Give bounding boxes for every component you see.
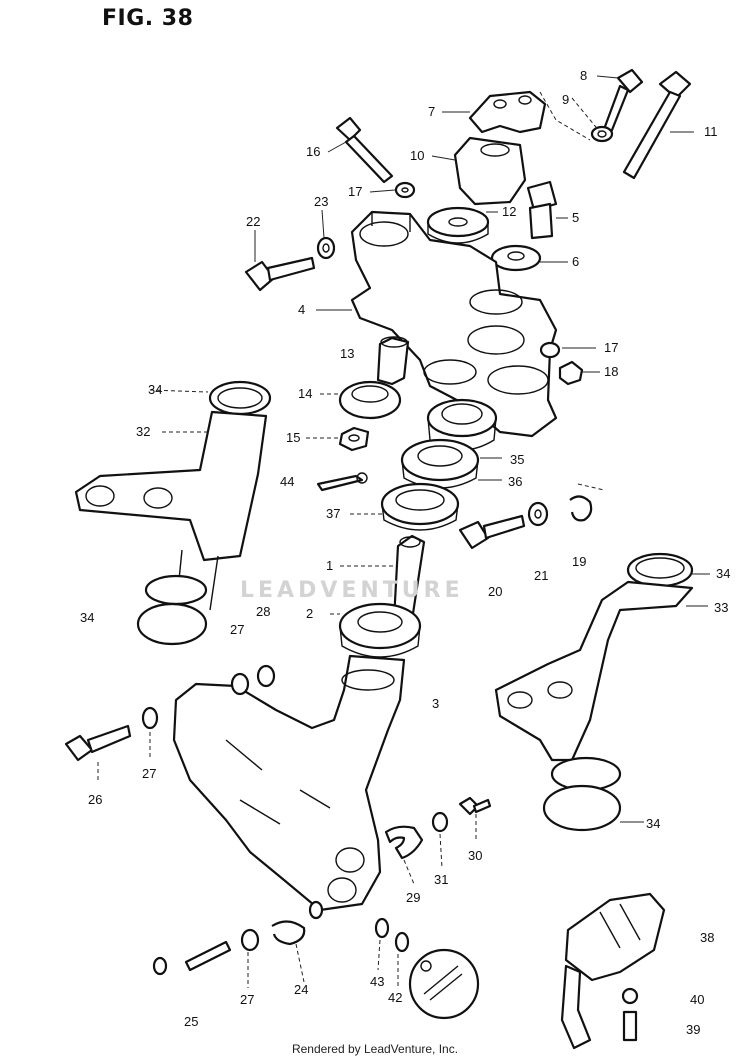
bracket-32 [74,380,272,646]
bolt-20 [458,514,526,550]
callout-44: 44 [280,474,294,489]
callout-36: 36 [508,474,522,489]
screw-30 [458,796,492,816]
callout-19: 19 [572,554,586,569]
callout-27-upper: 27 [230,622,244,637]
leader-lines [97,75,710,988]
upper-bracket-4 [350,210,558,438]
washer-21 [527,501,549,527]
bearing-2 [338,602,422,658]
callout-25: 25 [184,1014,198,1029]
callout-23: 23 [314,194,328,209]
callout-13: 13 [340,346,354,361]
long-bolt-11 [622,70,692,180]
callout-27-bottom: 27 [240,992,254,1007]
washer-40 [621,987,639,1005]
figure-title: FIG. 38 [102,6,194,31]
clip-19 [569,495,593,522]
bolt-26 [64,724,132,762]
callout-34-top-left: 34 [148,382,162,397]
cotter-pin-44 [316,472,368,492]
upper-clamp-cap-7 [468,90,547,134]
bolt-8 [601,68,644,137]
callout-34-lower-right: 34 [646,816,660,831]
clamp-29 [384,825,424,860]
pin-25 [152,928,260,976]
callout-20: 20 [488,584,502,599]
washer-17-right [539,341,561,359]
callout-22: 22 [246,214,260,229]
callout-31: 31 [434,872,448,887]
callout-26: 26 [88,792,102,807]
callout-12: 12 [502,204,516,219]
callout-39: 39 [686,1022,700,1037]
nut-18 [558,360,584,386]
bearing-36 [400,438,480,489]
seal-37 [380,482,460,531]
washer-31 [431,811,449,833]
callout-5: 5 [572,210,579,225]
clip-24 [271,900,324,946]
callout-3: 3 [432,696,439,711]
callout-2: 2 [306,606,313,621]
callout-labels: 8 9 7 11 16 10 17 12 5 22 23 6 4 17 13 1… [80,68,730,1037]
callout-15: 15 [286,430,300,445]
bracket-33 [494,552,694,832]
callout-17-right: 17 [604,340,618,355]
callout-14: 14 [298,386,312,401]
callout-17-top: 17 [348,184,362,199]
callout-33: 33 [714,600,728,615]
screw-42 [394,931,410,953]
steering-lock-38 [560,892,666,1050]
callout-4: 4 [298,302,305,317]
washer-9 [590,125,614,143]
bolt-16 [335,116,394,184]
steering-stem-3 [172,654,406,912]
callout-16: 16 [306,144,320,159]
callout-1: 1 [326,558,333,573]
washer-43 [374,917,390,939]
callout-42: 42 [388,990,402,1005]
callout-24: 24 [294,982,308,997]
callout-9: 9 [562,92,569,107]
bolt-5 [526,180,558,240]
callout-32: 32 [136,424,150,439]
callout-34-left: 34 [80,610,94,625]
callout-18: 18 [604,364,618,379]
callout-8: 8 [580,68,587,83]
bushing-12 [426,206,490,244]
bolt-22 [244,256,316,292]
callout-30: 30 [468,848,482,863]
callout-21: 21 [534,568,548,583]
callout-35: 35 [510,452,524,467]
sleeve-13 [376,336,410,386]
callout-40: 40 [690,992,704,1007]
callout-28: 28 [256,604,270,619]
callout-34-right: 34 [716,566,730,581]
washer-17-top [394,181,416,199]
callout-43: 43 [370,974,384,989]
callout-6: 6 [572,254,579,269]
lower-clamp-10 [453,136,527,206]
bushing-6 [490,244,542,272]
washer-23 [316,236,336,260]
washer-27-left [141,706,159,730]
callout-37: 37 [326,506,340,521]
callout-10: 10 [410,148,424,163]
seal-14 [338,380,402,420]
callout-38: 38 [700,930,714,945]
lock-cap-41 [408,948,480,1020]
watermark-text: LEADVENTURE [240,578,464,603]
nut-15 [338,426,370,452]
callout-7: 7 [428,104,435,119]
washer-27-top [230,664,276,696]
callout-29: 29 [406,890,420,905]
callout-11: 11 [704,124,718,139]
callout-27-left: 27 [142,766,156,781]
screw-39 [622,1010,638,1042]
footer-credit: Rendered by LeadVenture, Inc. [291,1042,459,1056]
